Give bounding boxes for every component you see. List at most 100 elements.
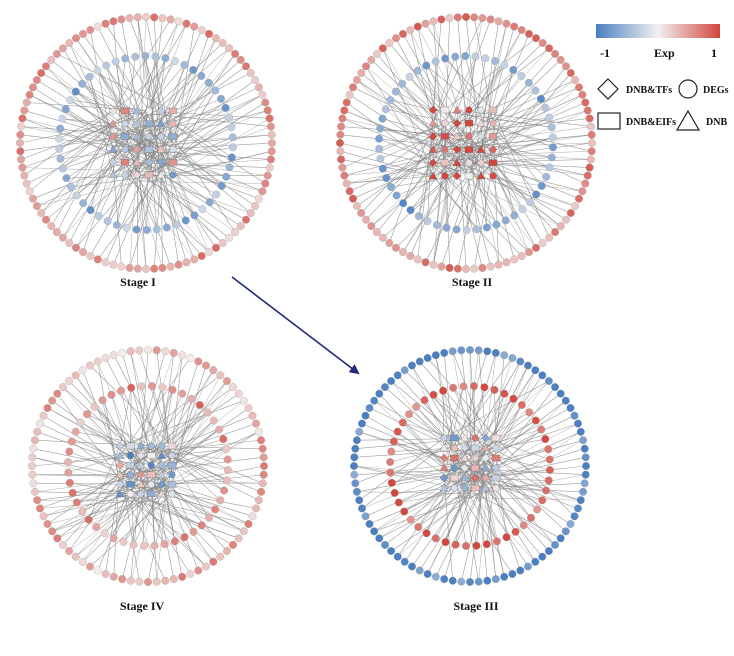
edge	[153, 479, 263, 484]
deg-node	[576, 496, 585, 505]
deg-node	[198, 205, 207, 214]
deg-node	[500, 572, 509, 581]
dnb-tf-node	[460, 443, 470, 453]
deg-node	[118, 348, 127, 357]
edge	[171, 445, 263, 484]
deg-node	[481, 54, 490, 63]
dnb-node	[452, 105, 462, 114]
deg-node	[583, 106, 592, 115]
edge	[480, 149, 537, 248]
edge	[160, 149, 179, 265]
dnb-eif-node	[464, 146, 474, 153]
deg-node	[518, 205, 527, 214]
deg-node	[470, 13, 479, 22]
deg-node	[450, 444, 458, 452]
edge	[41, 143, 132, 214]
dnb-eif-node	[167, 481, 177, 488]
edge	[474, 146, 499, 265]
deg-node	[486, 262, 495, 271]
deg-node	[52, 228, 61, 237]
deg-node	[25, 90, 34, 99]
dnb-node	[460, 433, 470, 442]
edge	[448, 126, 591, 147]
deg-node	[357, 209, 366, 217]
edge	[153, 174, 162, 269]
dnb-tf-node	[476, 132, 486, 141]
edge	[382, 48, 434, 177]
deg-node	[222, 172, 231, 181]
edge	[89, 76, 114, 150]
deg-node	[147, 480, 155, 488]
deg-node	[367, 55, 376, 64]
deg-node	[566, 69, 575, 77]
edge	[141, 386, 162, 466]
dnb-tf-node	[439, 453, 449, 463]
deg-node	[370, 527, 379, 536]
dnb-eif-node	[491, 474, 501, 482]
deg-node	[42, 62, 50, 71]
deg-node	[451, 540, 460, 549]
deg-node	[265, 163, 274, 172]
edge	[62, 118, 162, 137]
deg-node	[551, 228, 560, 237]
deg-node	[367, 222, 376, 231]
deg-node	[227, 153, 236, 162]
dnb-node	[439, 483, 449, 492]
deg-node	[566, 209, 575, 217]
deg-node	[147, 461, 155, 469]
dnb-node	[132, 132, 142, 140]
edge	[435, 447, 486, 539]
dnb-tf-node	[428, 105, 438, 115]
edge	[466, 175, 470, 231]
deg-node	[203, 408, 212, 417]
deg-node	[413, 22, 422, 31]
legend: -1 Exp 1 DNB&TFs DEGs DNB&EIFs DNB	[596, 24, 729, 131]
deg-node	[423, 354, 432, 362]
deg-node	[222, 547, 231, 555]
dnb-tf-node	[136, 451, 146, 460]
deg-node	[225, 44, 234, 53]
deg-node	[500, 351, 509, 360]
deg-node	[571, 76, 580, 84]
edge	[119, 431, 259, 495]
edge	[417, 123, 434, 260]
deg-node	[86, 206, 95, 215]
edge	[432, 56, 456, 124]
dnb-node	[115, 470, 125, 478]
deg-node	[239, 396, 248, 405]
edge	[464, 467, 498, 542]
deg-node	[415, 357, 424, 366]
deg-node	[205, 513, 213, 522]
stage4-network	[28, 346, 268, 586]
deg-node	[212, 190, 221, 199]
deg-node	[255, 194, 263, 203]
deg-node	[53, 534, 62, 543]
deg-node	[222, 377, 231, 385]
deg-node	[450, 484, 458, 492]
deg-node	[194, 566, 203, 575]
edge	[390, 487, 486, 552]
edge	[34, 479, 131, 493]
edge	[492, 90, 536, 137]
deg-node	[141, 52, 150, 60]
deg-node	[581, 470, 590, 479]
stage-i-label: Stage I	[120, 275, 156, 289]
deg-node	[375, 389, 384, 398]
edge	[468, 149, 588, 176]
edge	[162, 118, 270, 183]
deg-node	[350, 462, 358, 470]
deg-node	[169, 171, 177, 179]
edge	[479, 365, 529, 483]
deg-node	[145, 107, 153, 115]
edge	[380, 128, 458, 150]
edge	[432, 109, 552, 128]
dnb-eif-node	[126, 442, 135, 450]
deg-node	[378, 164, 387, 173]
stage2-network	[336, 13, 596, 273]
deg-node	[112, 221, 121, 229]
edge	[342, 118, 482, 177]
dnb-tf-node	[108, 132, 118, 141]
edge	[480, 72, 572, 177]
deg-node	[480, 383, 489, 392]
deg-node	[547, 123, 556, 132]
